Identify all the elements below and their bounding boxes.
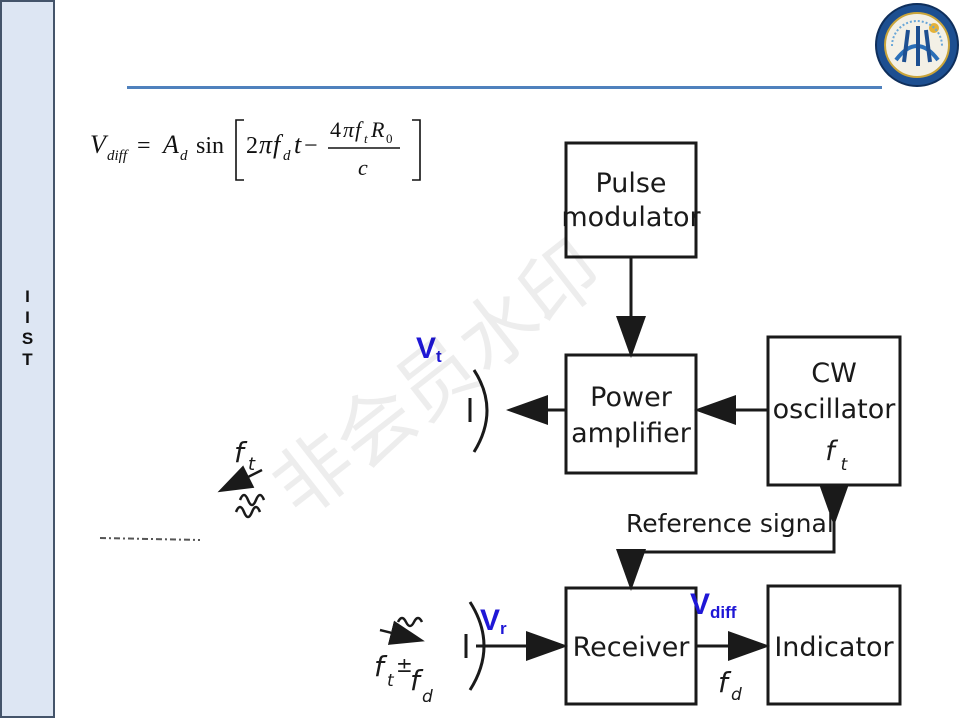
formula-amplitude-sub: d: [180, 148, 188, 164]
transmitted-wave-arrow: [217, 465, 263, 493]
transmitted-wave-icon: [234, 493, 266, 519]
transmit-antenna-icon: [472, 369, 489, 453]
power-amplifier-line2: amplifier: [571, 418, 692, 449]
indicator-label: Indicator: [774, 632, 894, 663]
formula-den: c: [358, 155, 368, 180]
formula-num-f: f: [355, 117, 364, 142]
sidebar-letter: I: [25, 287, 30, 306]
formula-num-four: 4: [330, 117, 341, 142]
received-wave-arrow: [379, 620, 425, 645]
pulse-modulator-line2: modulator: [561, 202, 701, 233]
cw-oscillator-line2: oscillator: [773, 394, 897, 425]
pulse-modulator-block: [564, 141, 698, 259]
tx-freq-label: f: [234, 436, 248, 469]
formula-fd-sub: d: [283, 148, 291, 164]
formula-t: t: [294, 130, 302, 159]
formula-minus: −: [304, 133, 318, 159]
formula-num-R: R: [370, 117, 385, 142]
tx-freq-sub: t: [248, 454, 256, 475]
header-rule: [127, 86, 882, 89]
cw-oscillator-freq-sub: t: [841, 455, 849, 475]
sidebar-label: I I S T: [0, 286, 55, 370]
receiver-label: Receiver: [573, 632, 691, 663]
scan-artifact: [99, 537, 201, 541]
vdiff-formula: V diff = A d sin 2 π f d t − 4 π f t R 0…: [90, 117, 421, 181]
cw-radar-block-diagram: Pulse modulator Power amplifier CW oscil…: [99, 141, 902, 707]
formula-num-R-sub: 0: [386, 131, 393, 146]
cw-oscillator-line1: CW: [811, 358, 857, 389]
formula-amplitude: A: [161, 130, 179, 159]
sidebar-letter: I: [25, 308, 30, 327]
vr-annotation: Vr: [480, 604, 507, 638]
receive-antenna-icon: [468, 601, 486, 691]
power-amplifier-line1: Power: [590, 382, 673, 413]
formula-lhs: V: [90, 130, 109, 159]
power-amplifier-block: [564, 353, 698, 475]
formula-f: f: [273, 130, 284, 159]
formula-pi: π: [259, 130, 273, 159]
vdiff-annotation: Vdiff: [690, 588, 737, 622]
formula-equals: =: [137, 133, 151, 159]
formula-num-ft-sub: t: [364, 131, 368, 146]
formula-num-pi: π: [343, 117, 355, 142]
sidebar-letter: S: [21, 329, 34, 348]
fd-sub: d: [731, 685, 742, 705]
rx-freq-d: d: [422, 687, 433, 707]
reference-signal-label: Reference signal: [626, 509, 834, 538]
rx-freq-f1: f: [374, 650, 388, 683]
formula-lhs-sub: diff: [107, 148, 129, 164]
cw-oscillator-freq: f: [825, 436, 838, 467]
sidebar: [0, 0, 55, 718]
vt-annotation: Vt: [416, 332, 442, 366]
pulse-modulator-line1: Pulse: [595, 168, 666, 199]
iist-logo-icon: [875, 3, 959, 87]
received-wave-icon: [396, 616, 424, 628]
fd-label: f: [718, 666, 732, 699]
formula-sin: sin: [196, 133, 224, 159]
sidebar-letter: T: [22, 350, 33, 369]
rx-freq-t: t: [387, 671, 395, 691]
rx-freq-pm: ±: [396, 653, 413, 677]
formula-two: 2: [246, 133, 258, 159]
